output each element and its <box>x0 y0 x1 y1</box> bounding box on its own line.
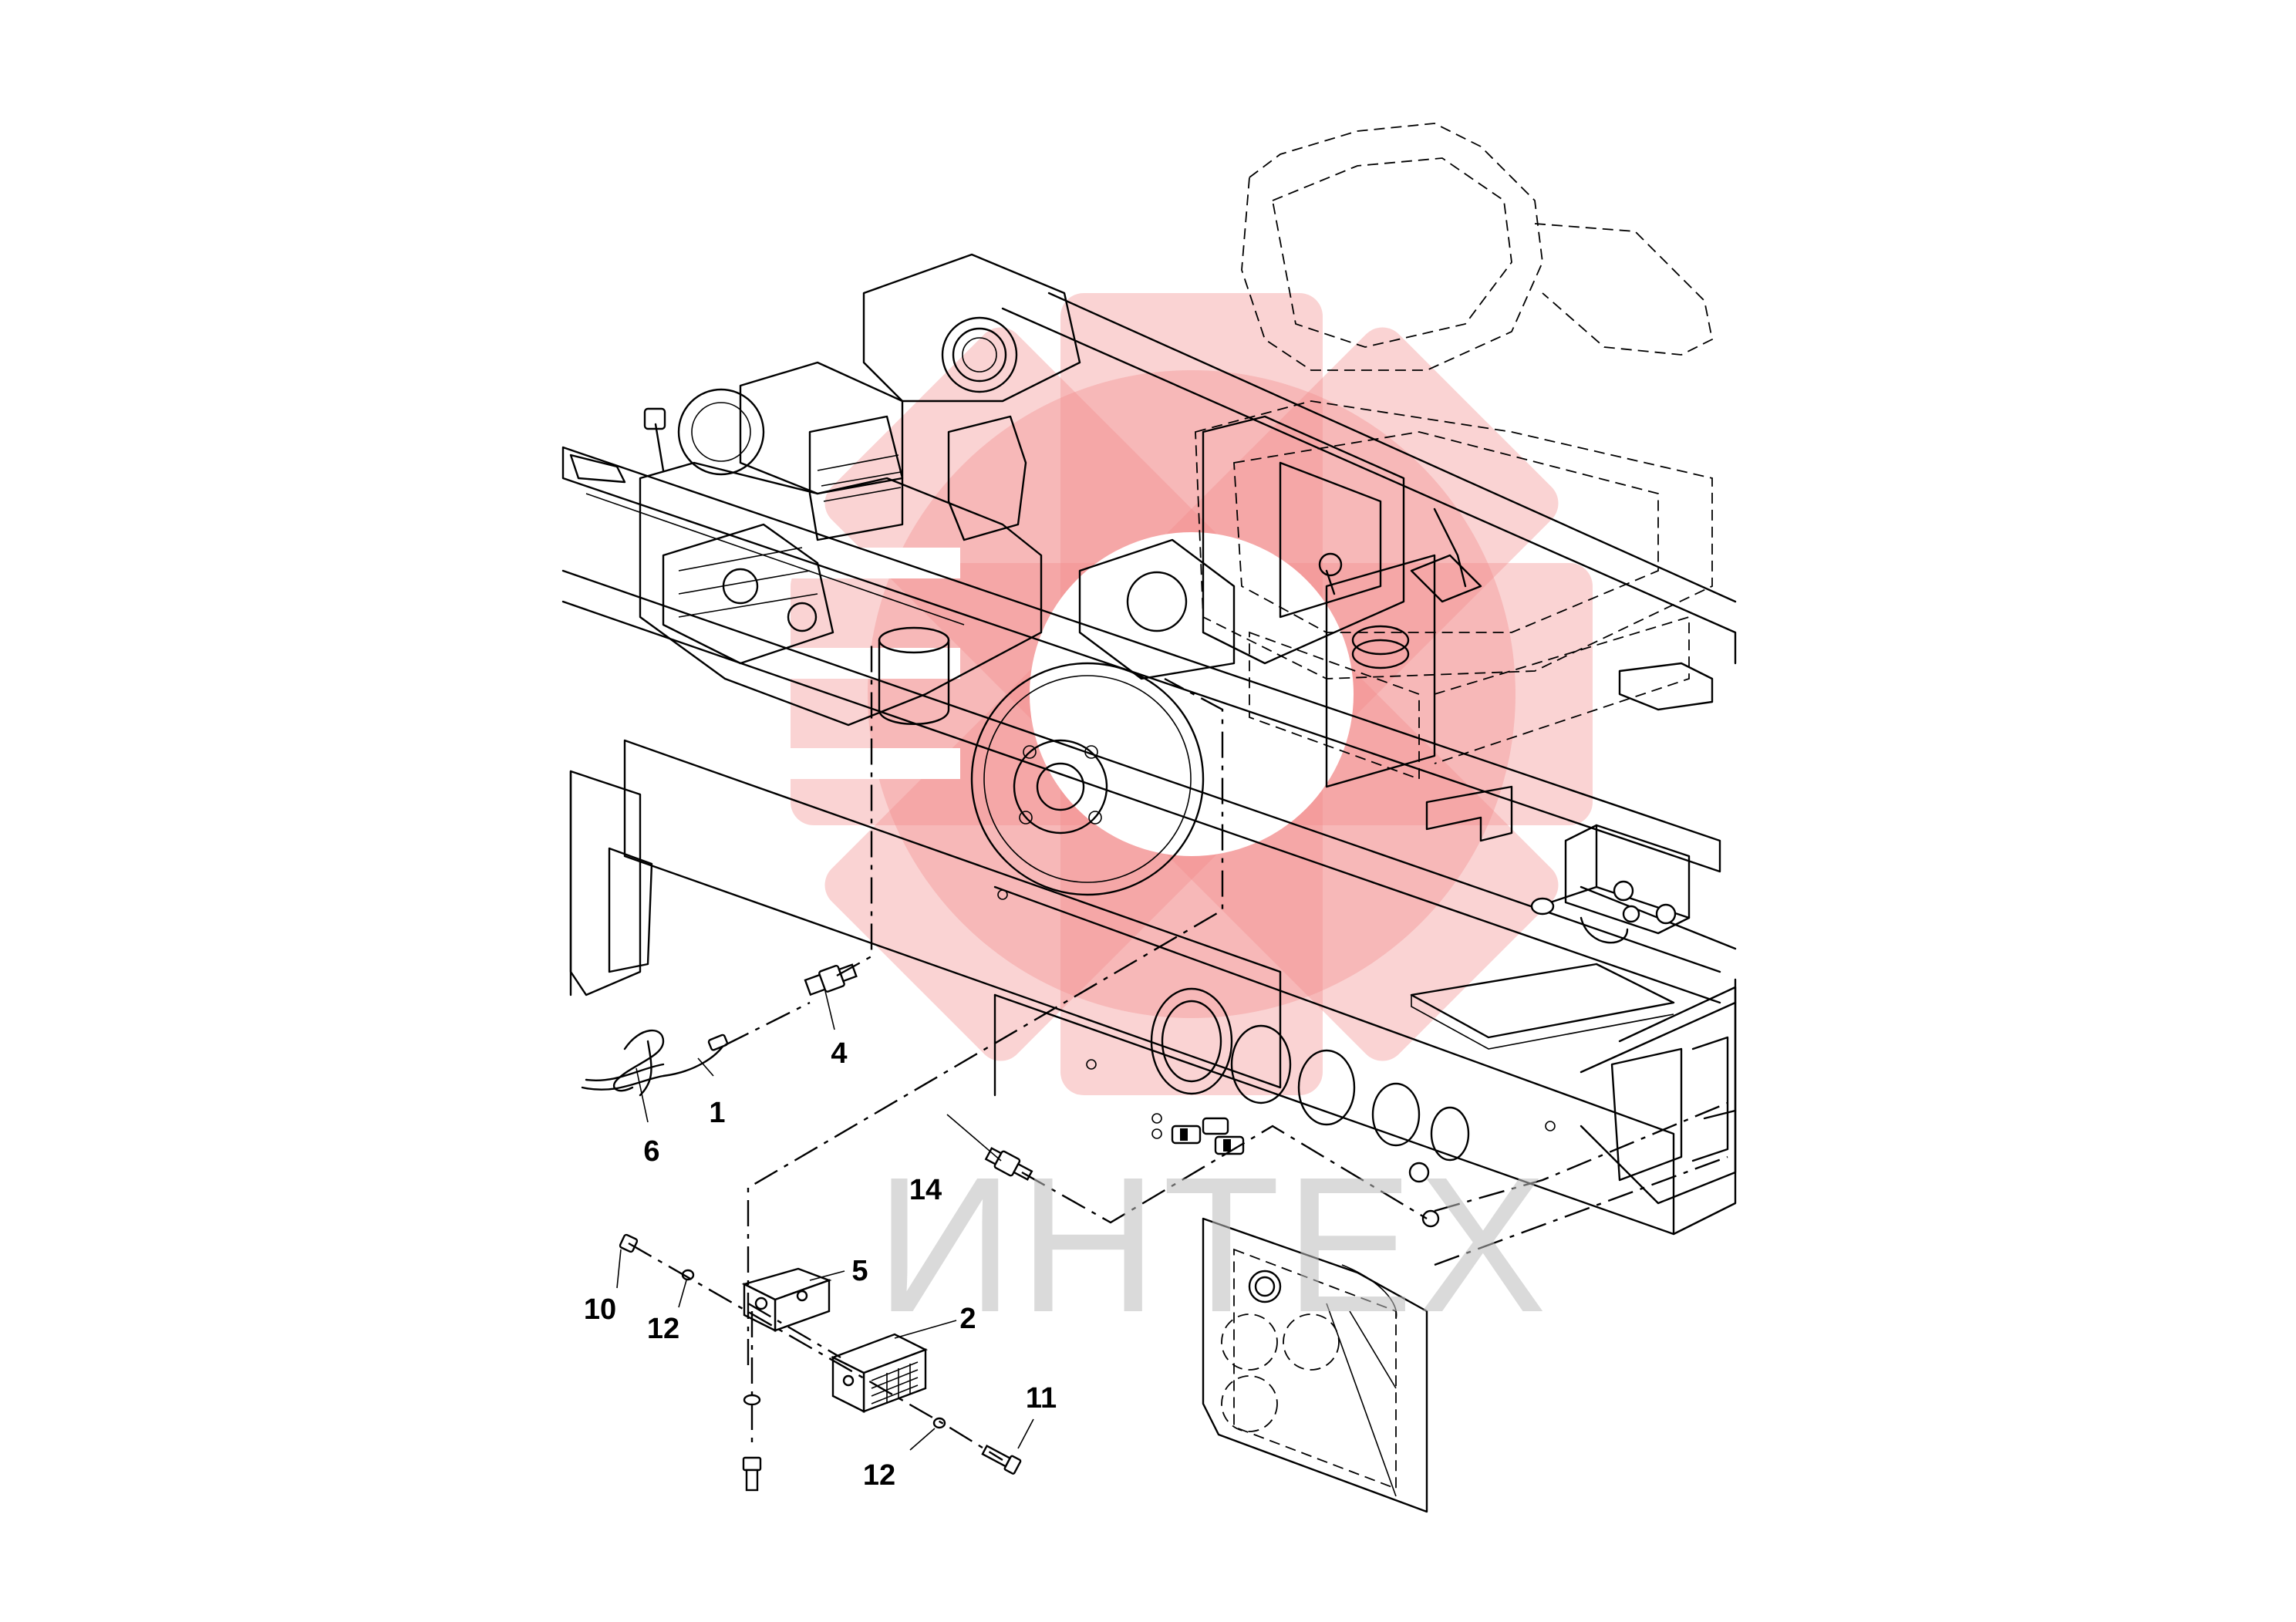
watermark-text: ИНТЕХ <box>875 1137 1551 1352</box>
exploded-parts <box>581 963 1033 1492</box>
callout-2: 2 <box>959 1303 976 1335</box>
callout-11: 11 <box>1026 1382 1057 1415</box>
watermark-logo <box>760 293 1593 1095</box>
callout-12-upper: 12 <box>647 1313 679 1345</box>
flywheel <box>970 538 1236 896</box>
valve-block <box>1530 824 1691 944</box>
callout-4: 4 <box>831 1037 847 1070</box>
callout-6: 6 <box>643 1135 659 1168</box>
chassis-frame <box>561 292 1737 1513</box>
engine-assembly <box>569 253 1081 727</box>
operator-seat <box>1195 123 1714 842</box>
callout-1: 1 <box>709 1097 725 1129</box>
callout-12-lower: 12 <box>863 1459 895 1492</box>
callout-10: 10 <box>584 1293 616 1326</box>
explosion-lines <box>616 640 1728 1497</box>
callout-labels: 1 2 4 5 6 10 11 12 12 14 <box>584 1037 1057 1492</box>
panel-fittings <box>1151 1113 1440 1228</box>
callout-14: 14 <box>909 1174 942 1206</box>
callout-5: 5 <box>851 1255 868 1287</box>
